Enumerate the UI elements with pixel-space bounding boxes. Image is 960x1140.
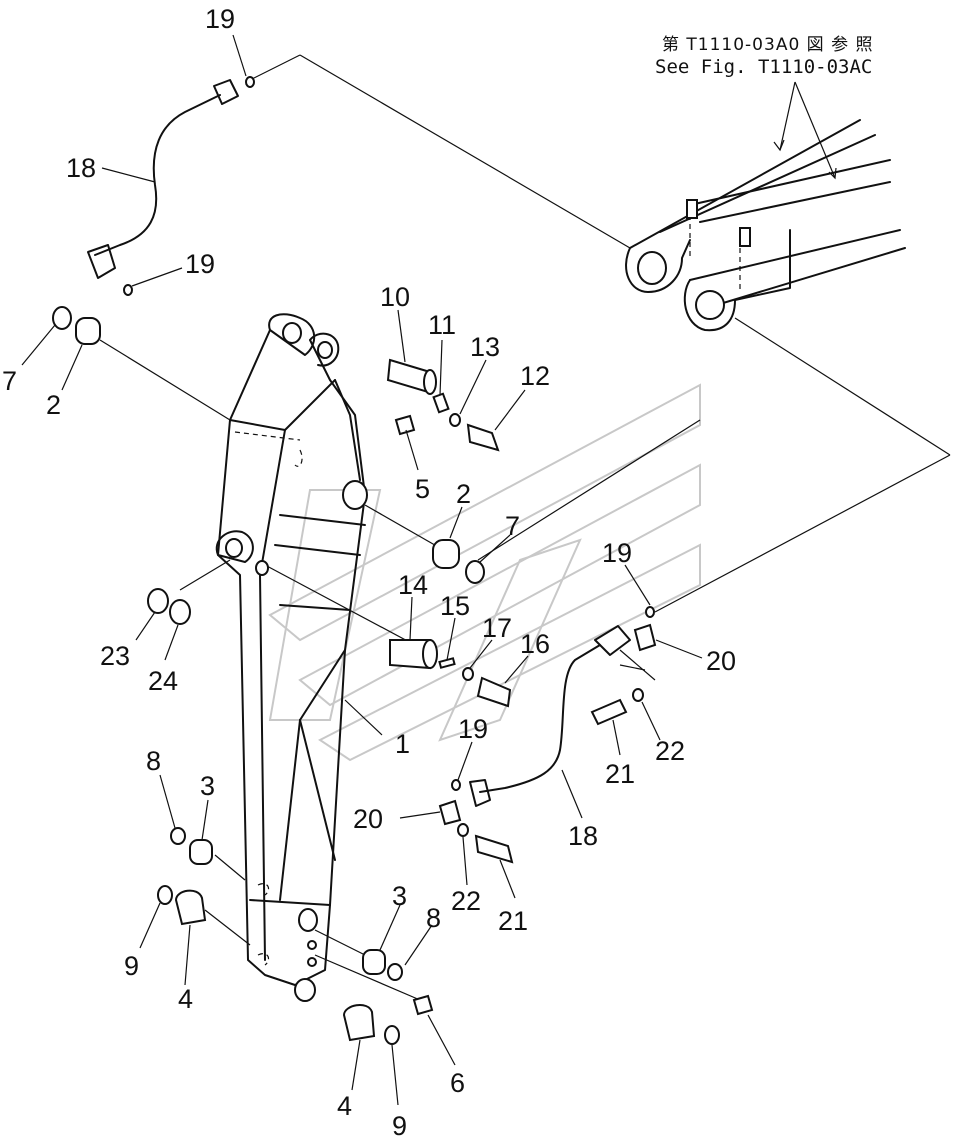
hydraulic-hose-lower <box>479 644 601 793</box>
callout-14: 14 <box>398 570 428 600</box>
callout-leaders <box>21 34 703 1106</box>
callout-23: 23 <box>100 641 130 671</box>
reference-note-japanese: 第 T1110-03A0 図 参 照 <box>662 35 873 55</box>
callout-13: 13 <box>470 332 500 362</box>
arm-assembly <box>215 313 368 1002</box>
callout-numbers: 19 18 19 7 2 10 11 13 12 5 2 7 19 14 15 … <box>2 4 736 1140</box>
callout-20: 20 <box>353 804 383 834</box>
callout-17: 17 <box>482 613 512 643</box>
callout-3: 3 <box>200 771 215 801</box>
callout-5: 5 <box>415 474 430 504</box>
hardware-parts <box>52 76 657 1045</box>
callout-4: 4 <box>337 1091 352 1121</box>
callout-2: 2 <box>46 390 61 420</box>
callout-2: 2 <box>456 479 471 509</box>
callout-6: 6 <box>450 1068 465 1098</box>
hydraulic-hose-upper <box>94 94 221 256</box>
callout-22: 22 <box>451 886 481 916</box>
callout-18: 18 <box>66 153 96 183</box>
mating-boom-outline <box>625 119 906 332</box>
callout-22: 22 <box>655 736 685 766</box>
callout-16: 16 <box>520 629 550 659</box>
callout-12: 12 <box>520 361 550 391</box>
callout-11: 11 <box>428 310 456 340</box>
callout-4: 4 <box>178 984 193 1014</box>
callout-8: 8 <box>426 903 441 933</box>
reference-note-english: See Fig. T1110-03AC <box>655 56 872 78</box>
callout-1: 1 <box>395 729 410 759</box>
callout-19: 19 <box>602 538 632 568</box>
callout-10: 10 <box>380 282 410 312</box>
callout-19: 19 <box>185 249 215 279</box>
callout-8: 8 <box>146 746 161 776</box>
callout-9: 9 <box>392 1111 407 1140</box>
callout-19: 19 <box>205 4 235 34</box>
callout-3: 3 <box>392 881 407 911</box>
callout-24: 24 <box>148 666 178 696</box>
callout-7: 7 <box>2 366 17 396</box>
callout-7: 7 <box>505 511 520 541</box>
callout-18: 18 <box>568 821 598 851</box>
reference-note: 第 T1110-03A0 図 参 照 See Fig. T1110-03AC <box>655 35 873 180</box>
callout-9: 9 <box>124 951 139 981</box>
callout-21: 21 <box>498 906 528 936</box>
callout-20: 20 <box>706 646 736 676</box>
callout-19: 19 <box>458 714 488 744</box>
callout-15: 15 <box>440 591 470 621</box>
leader-lines <box>99 54 951 1001</box>
callout-21: 21 <box>605 759 635 789</box>
